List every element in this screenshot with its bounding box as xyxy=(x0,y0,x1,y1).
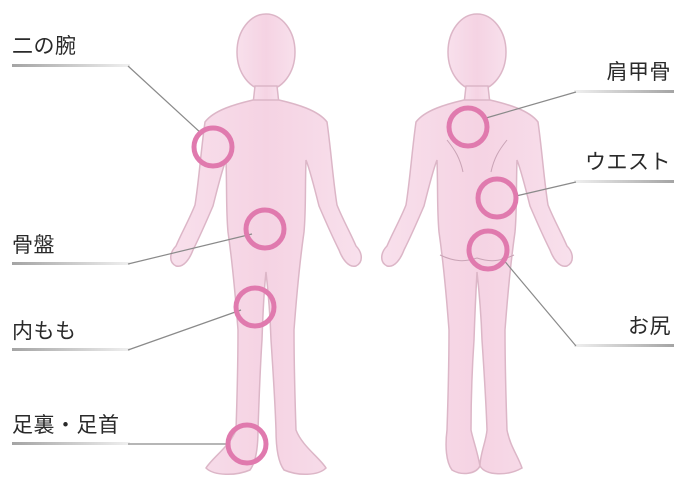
leader-inner-thigh xyxy=(128,310,241,350)
label-shoulder-blade: 肩甲骨 xyxy=(607,56,672,86)
front-head xyxy=(237,14,295,90)
label-waist: ウエスト xyxy=(585,146,671,176)
label-sole-ankle: 足裏・足首 xyxy=(12,409,120,439)
front-figure xyxy=(171,14,362,474)
back-torso-legs xyxy=(382,100,573,474)
front-torso-legs xyxy=(171,100,362,474)
leader-upper-arm xyxy=(128,66,202,134)
back-figure xyxy=(382,14,573,474)
label-inner-thigh: 内もも xyxy=(12,315,77,345)
label-pelvis: 骨盤 xyxy=(12,229,55,259)
leader-buttocks xyxy=(502,258,576,346)
label-buttocks: お尻 xyxy=(628,310,671,340)
back-head xyxy=(448,14,506,90)
label-upper-arm: 二の腕 xyxy=(12,30,77,60)
